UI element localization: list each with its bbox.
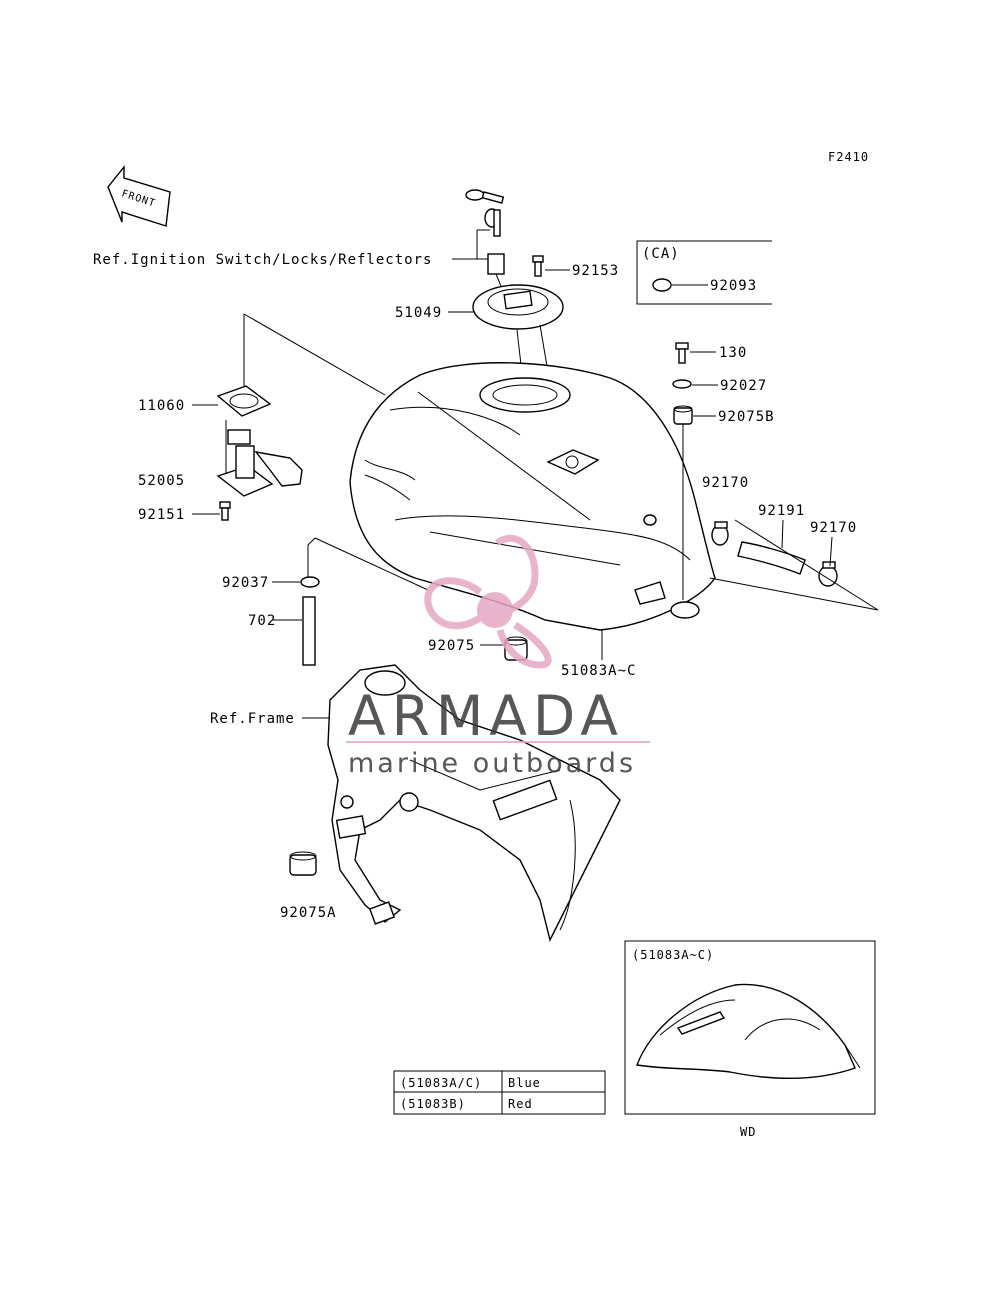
part-702: 702 xyxy=(248,613,276,629)
watermark-logo: ARMADA marine outboards xyxy=(346,534,650,779)
fuel-pump xyxy=(216,420,303,497)
part-52005: 52005 xyxy=(138,473,185,489)
part-92075: 92075 xyxy=(428,638,475,654)
washer-icon xyxy=(300,576,320,588)
part-92191: 92191 xyxy=(758,503,805,519)
inset-caption: WD xyxy=(740,1125,756,1139)
fuel-tank xyxy=(349,362,716,631)
part-130: 130 xyxy=(719,345,747,361)
part-92151: 92151 xyxy=(138,507,185,523)
part-92075B: 92075B xyxy=(718,409,775,425)
color-table: (51083A/C) Blue (51083B) Red xyxy=(393,1070,606,1115)
fuel-cap xyxy=(472,284,564,330)
watermark-tagline: marine outboards xyxy=(348,748,636,779)
frame xyxy=(327,664,621,943)
damper-icon xyxy=(289,851,317,876)
ca-part-92093: 92093 xyxy=(710,278,757,294)
inset-title: (51083A~C) xyxy=(632,948,714,962)
front-arrow-icon: FRONT xyxy=(107,165,171,227)
grommet-icon xyxy=(673,405,693,425)
ref-frame-label: Ref.Frame xyxy=(210,711,295,727)
color-row-color: Blue xyxy=(508,1076,541,1090)
ignition-key-icon xyxy=(465,189,505,237)
inset-box: (51083A~C) xyxy=(624,940,876,1115)
part-51049: 51049 xyxy=(395,305,442,321)
figure-code: F2410 xyxy=(828,150,869,164)
color-row-code: (51083A/C) xyxy=(400,1076,482,1090)
hose-clamp-icon xyxy=(711,521,729,546)
ref-ignition-label: Ref.Ignition Switch/Locks/Reflectors xyxy=(93,252,432,268)
gasket xyxy=(216,385,272,417)
part-92170-lower: 92170 xyxy=(810,520,857,536)
tube-icon xyxy=(302,596,316,666)
part-51083: 51083A~C xyxy=(561,663,636,679)
color-row-color: Red xyxy=(508,1097,533,1111)
ca-title: (CA) xyxy=(642,246,680,262)
bolt-icon xyxy=(532,255,544,277)
part-92170-upper: 92170 xyxy=(702,475,749,491)
color-row-code: (51083B) xyxy=(400,1097,466,1111)
part-92037: 92037 xyxy=(222,575,269,591)
ca-box: (CA) 92093 xyxy=(636,240,772,305)
bolt-icon xyxy=(219,501,231,521)
watermark-brand: ARMADA xyxy=(348,684,624,748)
hose-icon xyxy=(737,541,806,575)
lock-cylinder xyxy=(487,253,505,275)
part-92075A: 92075A xyxy=(280,905,337,921)
part-92153: 92153 xyxy=(572,263,619,279)
part-92027: 92027 xyxy=(720,378,767,394)
part-11060: 11060 xyxy=(138,398,185,414)
tank-decal xyxy=(676,1011,726,1035)
washer-icon xyxy=(672,379,692,389)
nut-icon xyxy=(652,278,672,292)
bolt-icon xyxy=(675,342,689,364)
